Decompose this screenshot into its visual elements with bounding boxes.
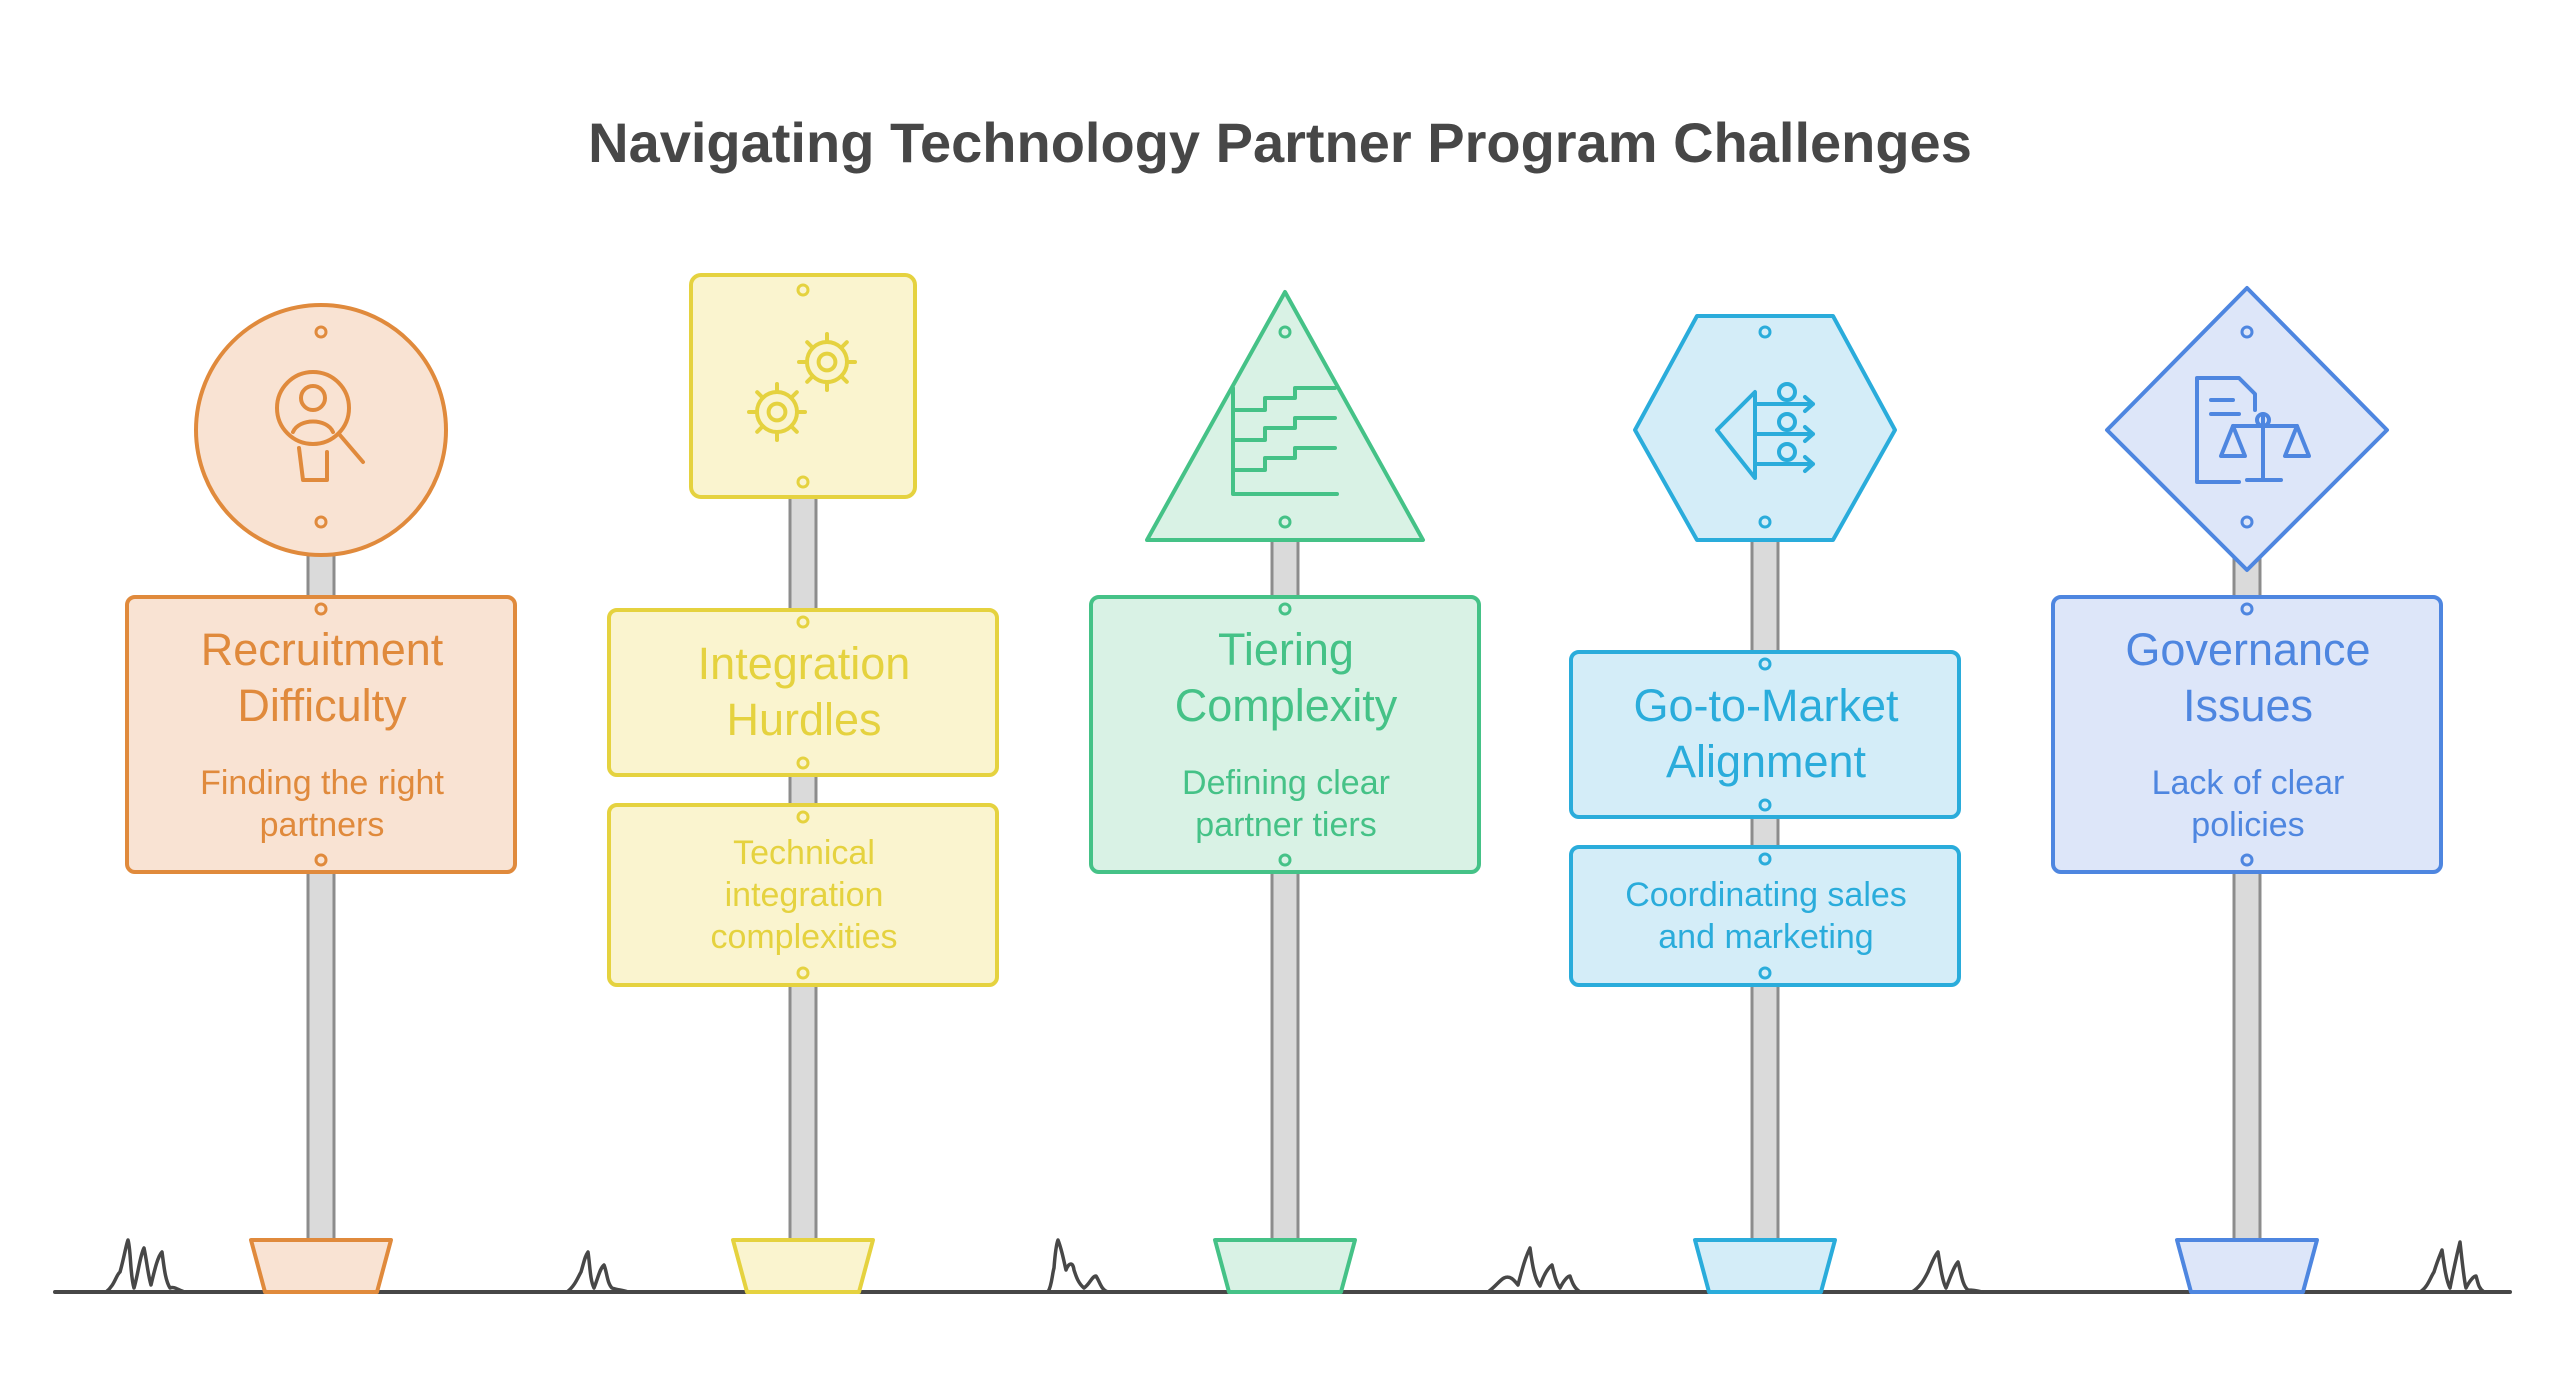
- sign-board-description: [1569, 845, 1961, 987]
- rivet: [1278, 515, 1292, 529]
- tier-chart-icon: [1231, 386, 1339, 496]
- rivet: [796, 283, 810, 297]
- grass-tuft-4: [1486, 1246, 1582, 1294]
- grass-tuft-6: [2418, 1240, 2486, 1294]
- rivet: [1758, 852, 1772, 866]
- pole-base: [1693, 1238, 1837, 1294]
- sign-top-diamond: [2105, 286, 2389, 572]
- rivet: [2240, 515, 2254, 529]
- rivet: [314, 602, 328, 616]
- signpost-recruitment: [125, 303, 517, 1294]
- sign-board-label: [125, 595, 517, 874]
- sign-top-triangle: [1145, 290, 1425, 542]
- sign-board-description: [607, 803, 999, 987]
- rivet: [796, 966, 810, 980]
- diagram-title: Navigating Technology Partner Program Ch…: [588, 111, 1972, 174]
- signpost-gtm: [1569, 314, 1961, 1294]
- rivet: [2240, 325, 2254, 339]
- rivet: [2240, 602, 2254, 616]
- sign-description-integration: Technical integration complexities: [710, 834, 898, 956]
- document-scale-icon: [2195, 376, 2311, 484]
- rivet: [314, 853, 328, 867]
- sign-description-gtm: Coordinating sales and marketing: [1625, 876, 1907, 956]
- rivet: [796, 810, 810, 824]
- signpost-integration: [607, 273, 999, 1294]
- sign-label-governance: Governance Issues: [2125, 624, 2371, 731]
- rivet: [1758, 325, 1772, 339]
- sign-label-gtm: Go-to-Market Alignment: [1633, 680, 1899, 787]
- signpost-tiering: [1089, 290, 1481, 1294]
- sign-board-label: [607, 608, 999, 777]
- sign-label-recruitment: Recruitment Difficulty: [200, 624, 444, 731]
- sign-label-tiering: Tiering Complexity: [1174, 624, 1398, 731]
- sign-board-label: [1569, 650, 1961, 819]
- gears-icon: [747, 332, 857, 442]
- rivet: [1278, 853, 1292, 867]
- sign-top-hexagon: [1633, 314, 1897, 542]
- rivet: [2240, 853, 2254, 867]
- rivet: [1758, 966, 1772, 980]
- rivet: [314, 325, 328, 339]
- rivet: [1758, 798, 1772, 812]
- sign-board-label: [1089, 595, 1481, 874]
- rivet: [796, 756, 810, 770]
- search-person-icon: [275, 370, 365, 482]
- rivet: [314, 515, 328, 529]
- signpost-governance: [2051, 286, 2443, 1294]
- sign-description-recruitment: Finding the right partners: [200, 764, 444, 844]
- sign-label-integration: Integration Hurdles: [697, 638, 911, 745]
- funnel-people-icon: [1715, 382, 1815, 480]
- sign-top-circle: [194, 303, 448, 557]
- rivet: [796, 475, 810, 489]
- signs-layer: [125, 273, 2443, 1294]
- grass-tufts: [104, 1238, 2486, 1294]
- rivet: [1278, 325, 1292, 339]
- rivet: [1758, 515, 1772, 529]
- pole-base: [249, 1238, 393, 1294]
- rivet: [1758, 657, 1772, 671]
- rivet: [796, 615, 810, 629]
- rivet: [1278, 602, 1292, 616]
- pole-base: [2175, 1238, 2319, 1294]
- grass-tuft-5: [1910, 1250, 1984, 1294]
- sign-board-label: [2051, 595, 2443, 874]
- sign-top-square: [689, 273, 917, 499]
- grass-tuft-1: [104, 1238, 187, 1294]
- sign-description-tiering: Defining clear partner tiers: [1182, 764, 1390, 844]
- pole-base: [731, 1238, 875, 1294]
- sign-description-governance: Lack of clear policies: [2151, 764, 2345, 844]
- pole-base: [1213, 1238, 1357, 1294]
- grass-tuft-2: [565, 1250, 630, 1294]
- grass-tuft-3: [1046, 1238, 1110, 1294]
